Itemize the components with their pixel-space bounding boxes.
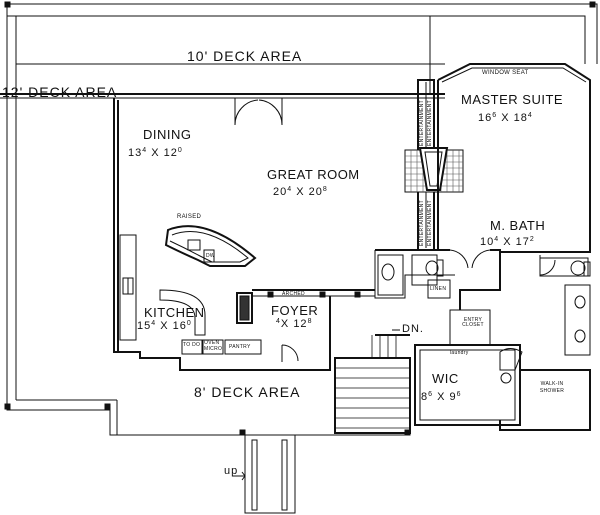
linen-label: LINEN [430,286,447,292]
foyer-dimensions: 4X 128 [276,318,313,330]
master-suite-label: MASTER SUITE [461,92,564,107]
entertainment-label-3: ENTERTAINMENT [419,200,425,246]
master-suite-dimensions: 166 X 184 [478,112,533,124]
great-room-dimensions: 204 X 208 [273,186,328,198]
kitchen-dimensions: 154 X 160 [137,320,192,332]
entertainment-label-2: ENTERTAINMENT [427,100,433,146]
oven-label: OVEN [204,340,220,346]
kitchen-label: KITCHEN [144,305,205,320]
laundry-label: laundry [450,350,469,356]
wic-dimensions: 86 X 96 [421,391,462,403]
micro-label: MICRO [204,346,223,352]
pantry-label: PANTRY [229,344,251,350]
m-bath-label: M. BATH [490,218,546,233]
entertainment-label-4: ENTERTAINMENT [427,200,433,246]
great-room-label: GREAT ROOM [267,167,360,182]
window-seat-label: WINDOW SEAT [482,70,529,76]
dining-label: DINING [143,127,192,142]
dw-label: DW [206,253,215,259]
walk-in-shower-label: WALK-IN SHOWER [539,381,565,394]
deck-12-label: 12' DECK AREA [2,84,118,100]
deck-10-label: 10' DECK AREA [187,48,303,64]
arched-label: ARCHED [282,291,305,297]
to-do-label: TO DO [183,342,201,348]
down-stairs-label: DN. [402,323,424,335]
entertainment-label-1: ENTERTAINMENT [419,100,425,146]
raised-label: RAISED [177,214,202,220]
dining-dimensions: 134 X 120 [128,147,183,159]
deck-8-label: 8' DECK AREA [194,384,301,400]
m-bath-dimensions: 104 X 172 [480,236,535,248]
up-label: up [224,465,239,477]
entry-closet-label: ENTRY CLOSET [462,317,484,328]
wic-label: WIC [432,371,459,386]
foyer-label: FOYER [271,303,319,318]
